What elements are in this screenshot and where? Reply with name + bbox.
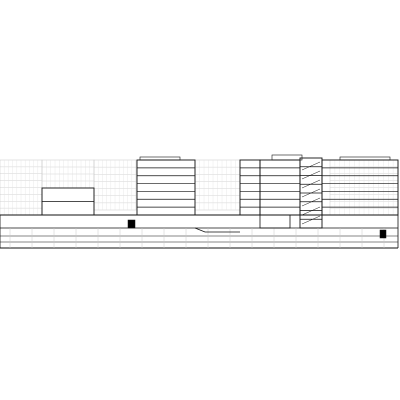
vehicle-ramp xyxy=(194,227,240,233)
roof-plant-b xyxy=(271,154,303,161)
stair-flight xyxy=(301,161,321,171)
section-details xyxy=(127,161,387,239)
entrance-lobby xyxy=(259,214,291,229)
background-elevations xyxy=(0,159,399,216)
podium-levels xyxy=(0,214,399,249)
stair-flight xyxy=(301,170,321,180)
core-cut-solid-right xyxy=(379,229,387,239)
core-cut-solid xyxy=(127,219,136,229)
roof-plant-a xyxy=(139,156,181,161)
stair-flight xyxy=(301,206,321,216)
stair-flight xyxy=(301,197,321,207)
stair-flight xyxy=(301,188,321,198)
stair-flight xyxy=(301,179,321,189)
roof-plant-c xyxy=(339,156,391,161)
stair-flight xyxy=(301,215,321,225)
